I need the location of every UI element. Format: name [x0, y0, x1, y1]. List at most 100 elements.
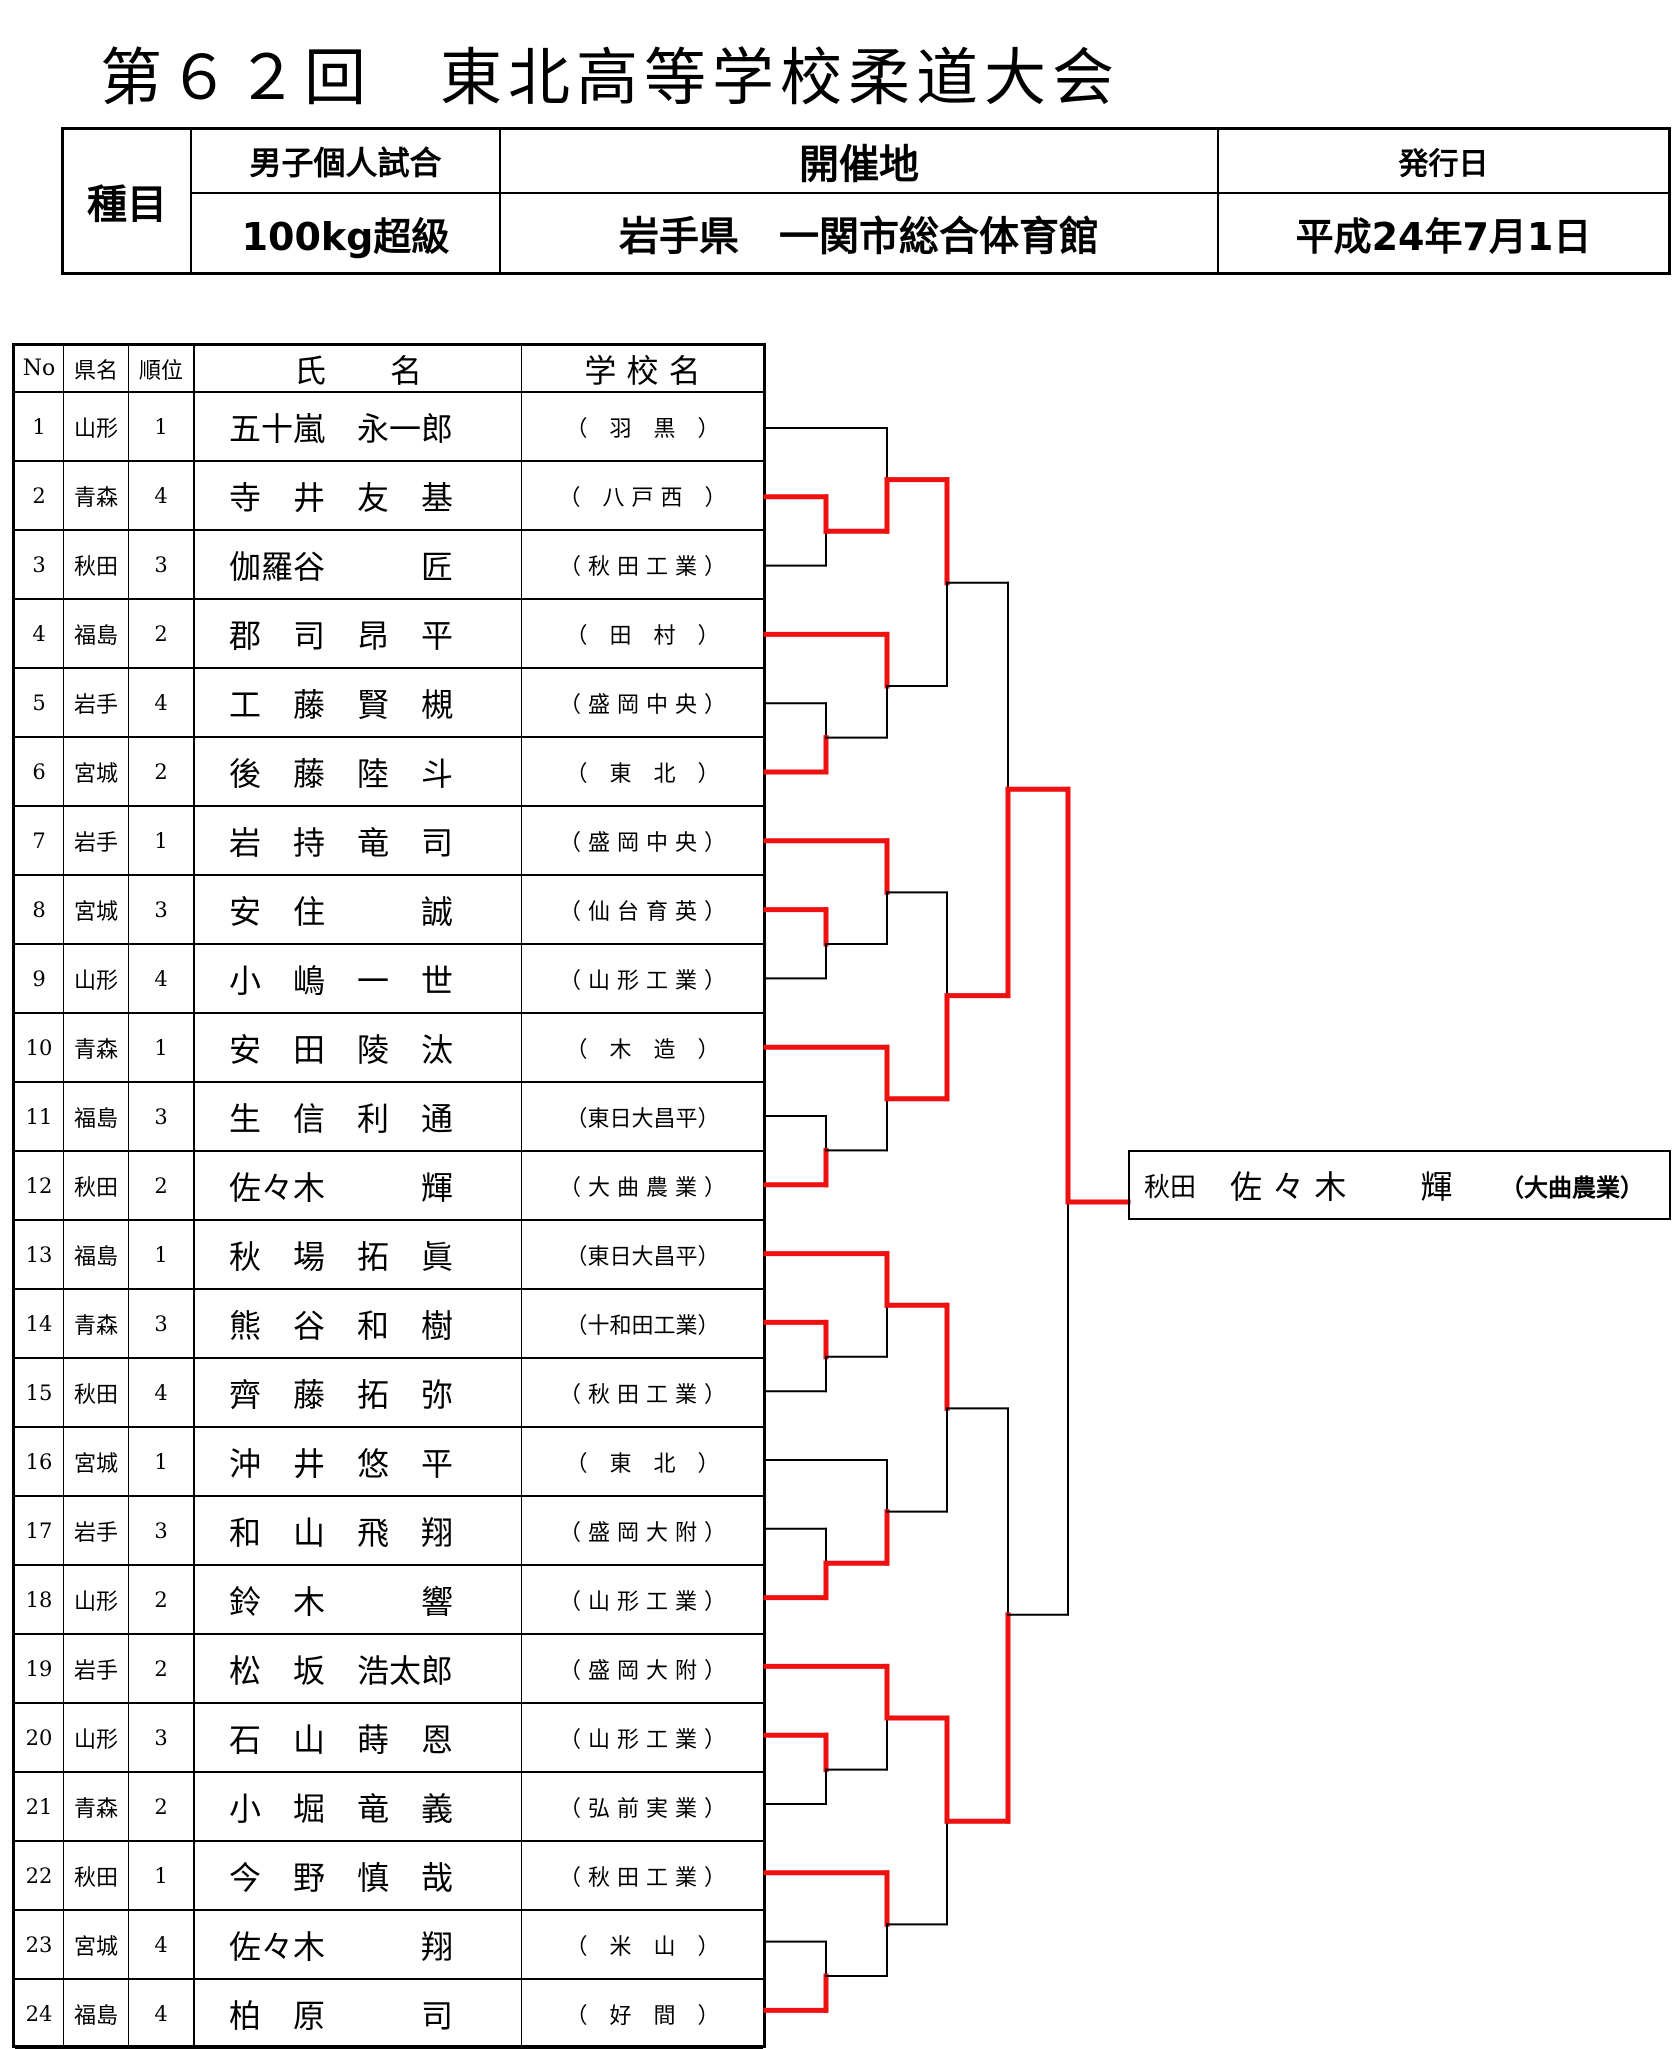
- entry-name: 佐々木 翔: [195, 1911, 522, 1978]
- entry-rank: 4: [129, 1911, 195, 1978]
- issue-date: 平成24年7月1日: [1295, 214, 1592, 259]
- entry-name: 齊 藤 拓 弥: [195, 1359, 522, 1426]
- entry-pref: 青森: [64, 1290, 129, 1357]
- entry-no: 19: [15, 1635, 64, 1702]
- champion-prefecture: 秋田: [1144, 1172, 1197, 1203]
- entry-name: 和 山 飛 翔: [195, 1497, 522, 1564]
- entry-pref: 秋田: [64, 1842, 129, 1909]
- venue: 岩手県 一関市総合体育館: [501, 194, 1219, 272]
- entry-school: （十和田工業）: [565, 1313, 720, 1339]
- entry-school: （ 木 造 ）: [565, 1037, 720, 1063]
- entry-pref: 青森: [64, 1773, 129, 1840]
- entry-name: 松 坂 浩太郎: [195, 1635, 522, 1702]
- entry-school: （東日大昌平）: [565, 1106, 720, 1132]
- entry-rank: 3: [129, 1290, 195, 1357]
- entry-name: 小 嶋 一 世: [195, 945, 522, 1012]
- entry-school: （ 盛 岡 大 附 ）: [559, 1658, 726, 1684]
- entry-no: 22: [15, 1842, 64, 1909]
- entry-name: 五十嵐 永一郎: [195, 393, 522, 460]
- entry-no: 18: [15, 1566, 64, 1633]
- header-prefecture: 県名: [64, 346, 129, 391]
- entry-school: （ 盛 岡 中 央 ）: [559, 692, 726, 718]
- entry-name: 熊 谷 和 樹: [195, 1290, 522, 1357]
- entry-name: 後 藤 陸 斗: [195, 738, 522, 805]
- table-header: No 県名 順位 氏 名 学 校 名: [15, 346, 763, 393]
- entry-rank: 4: [129, 462, 195, 529]
- entry-rank: 4: [129, 945, 195, 1012]
- entry-no: 2: [15, 462, 64, 529]
- champion-box: 秋田 佐 々 木 輝 （大曲農業）: [1128, 1150, 1671, 1220]
- entry-rank: 2: [129, 1566, 195, 1633]
- entry-school: （東日大昌平）: [565, 1244, 720, 1270]
- entry-rank: 1: [129, 393, 195, 460]
- entry-pref: 宮城: [64, 738, 129, 805]
- header-rank: 順位: [129, 346, 195, 391]
- entry-pref: 福島: [64, 600, 129, 667]
- entry-rank: 4: [129, 1359, 195, 1426]
- entry-no: 13: [15, 1221, 64, 1288]
- entry-school: （ 八 戸 西 ）: [558, 485, 727, 511]
- entry-rank: 3: [129, 531, 195, 598]
- entry-pref: 宮城: [64, 1428, 129, 1495]
- entry-school: （ 東 北 ）: [565, 761, 720, 787]
- entry-pref: 岩手: [64, 1635, 129, 1702]
- header-name: 氏 名: [195, 346, 522, 391]
- entry-pref: 岩手: [64, 807, 129, 874]
- entry-school: （ 山 形 工 業 ）: [559, 1727, 726, 1753]
- entry-name: 柏 原 司: [195, 1980, 522, 2047]
- entry-rank: 3: [129, 1083, 195, 1150]
- entry-no: 12: [15, 1152, 64, 1219]
- entry-school: （ 東 北 ）: [565, 1451, 720, 1477]
- champion-name: 佐 々 木 輝: [1230, 1168, 1453, 1206]
- entry-school: （ 弘 前 実 業 ）: [559, 1796, 726, 1822]
- event-type: 男子個人試合: [192, 130, 501, 194]
- champion-school: （大曲農業）: [1500, 1173, 1644, 1202]
- weight-class: 100kg超級: [192, 194, 501, 272]
- entry-school: （ 山 形 工 業 ）: [559, 1589, 726, 1615]
- entry-rank: 1: [129, 1014, 195, 1081]
- entry-name: 岩 持 竜 司: [195, 807, 522, 874]
- entry-name: 寺 井 友 基: [195, 462, 522, 529]
- entry-rank: 2: [129, 738, 195, 805]
- entry-rank: 3: [129, 1704, 195, 1771]
- entry-school: （ 盛 岡 中 央 ）: [559, 830, 726, 856]
- entry-no: 24: [15, 1980, 64, 2047]
- entry-pref: 岩手: [64, 1497, 129, 1564]
- entry-school: （ 羽 黒 ）: [565, 416, 720, 442]
- entry-school: （ 好 間 ）: [565, 2003, 720, 2029]
- entry-pref: 青森: [64, 1014, 129, 1081]
- entry-name: 鈴 木 響: [195, 1566, 522, 1633]
- entry-rank: 4: [129, 1980, 195, 2047]
- entry-no: 11: [15, 1083, 64, 1150]
- entry-pref: 秋田: [64, 1152, 129, 1219]
- entry-rank: 4: [129, 669, 195, 736]
- entry-name: 工 藤 賢 槻: [195, 669, 522, 736]
- entry-rank: 1: [129, 1842, 195, 1909]
- entry-no: 16: [15, 1428, 64, 1495]
- entry-no: 7: [15, 807, 64, 874]
- entry-pref: 岩手: [64, 669, 129, 736]
- entry-no: 20: [15, 1704, 64, 1771]
- header-school: 学 校 名: [584, 351, 701, 390]
- entry-no: 5: [15, 669, 64, 736]
- entry-no: 21: [15, 1773, 64, 1840]
- entry-pref: 青森: [64, 462, 129, 529]
- entry-no: 8: [15, 876, 64, 943]
